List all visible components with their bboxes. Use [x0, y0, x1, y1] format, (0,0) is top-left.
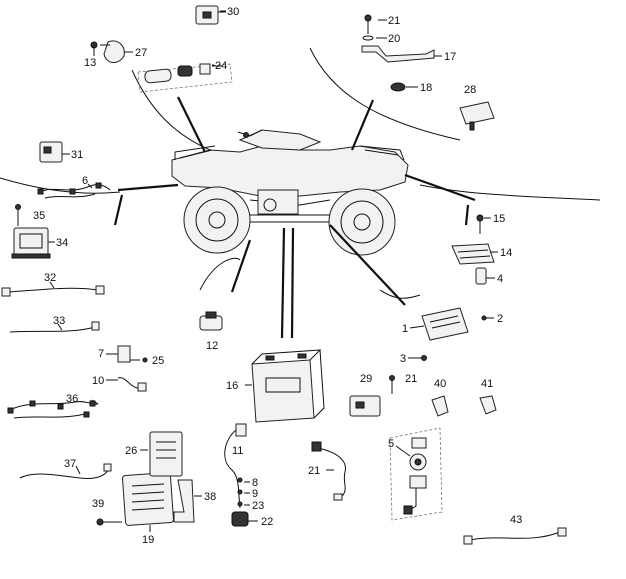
- part-22-sensor: [311, 441, 346, 501]
- callout-labels: 30 27 13 24 31 6 35 34 32 33 7 25 10 36 …: [33, 6, 522, 546]
- callout-37: 36: [66, 393, 78, 405]
- callout-21a: 21: [388, 15, 400, 27]
- part-39-bracket: [173, 479, 195, 523]
- callout-33: 32: [44, 272, 56, 284]
- callout-36: 35: [33, 210, 45, 222]
- part-7-26-10-sensor: [117, 345, 148, 392]
- callout-29: 28: [464, 84, 476, 96]
- part-29-box: [459, 101, 495, 131]
- part-16-battery: [251, 349, 325, 423]
- callout-22: 21: [308, 465, 320, 477]
- callout-20: 20: [388, 33, 400, 45]
- callout-43: 43: [510, 514, 522, 526]
- callout-14: 14: [500, 247, 512, 259]
- callout-38: 37: [64, 458, 76, 470]
- part-33-cable: [1, 285, 105, 297]
- part-25-switch-assembly: [137, 63, 233, 93]
- callout-pointers: [48, 10, 498, 532]
- callout-27: 26: [125, 445, 137, 457]
- callout-8: 8: [252, 477, 258, 489]
- part-31-relay: [195, 5, 226, 25]
- part-37-harness: [7, 400, 99, 419]
- atv-illustration: [171, 129, 409, 256]
- part-5-ignition-switch: [389, 427, 443, 521]
- part-6-harness: [37, 182, 111, 199]
- callout-17: 17: [444, 51, 456, 63]
- callout-24: 23: [252, 500, 264, 512]
- part-28-13-horn: [90, 40, 125, 63]
- part-41-cap: [431, 395, 449, 417]
- callout-9: 9: [252, 488, 258, 500]
- callout-25: 24: [215, 60, 227, 72]
- callout-11: 11: [232, 445, 243, 457]
- callout-42: 41: [481, 378, 493, 390]
- front-wheel: [183, 186, 251, 254]
- callout-13: 13: [84, 57, 96, 69]
- callout-6: 6: [82, 175, 88, 187]
- callout-19: 19: [142, 534, 154, 546]
- callout-35: 34: [56, 237, 68, 249]
- part-43-cable: [463, 527, 567, 545]
- callout-12: 12: [206, 340, 218, 352]
- callout-30: 29: [360, 373, 372, 385]
- callout-1: 1: [402, 323, 408, 335]
- callout-16: 16: [226, 380, 238, 392]
- part-1-2-3-ecu: [421, 307, 487, 361]
- part-19-ecu: [122, 472, 174, 526]
- callout-4: 4: [497, 273, 503, 285]
- part-32-relay: [39, 141, 70, 163]
- callout-2: 2: [497, 313, 503, 325]
- leader-lines: [113, 96, 476, 339]
- part-11-8-9-24-23-sensor-cable: [224, 423, 249, 527]
- callout-34: 33: [53, 315, 65, 327]
- callout-21b: 21: [405, 373, 417, 385]
- part-15-bolt: [476, 214, 484, 234]
- part-40-bolt: [96, 518, 122, 526]
- callout-40: 39: [92, 498, 104, 510]
- callout-26: 25: [152, 355, 164, 367]
- callout-10: 10: [92, 375, 104, 387]
- part-4-fuse: [475, 267, 487, 285]
- callout-15: 15: [493, 213, 505, 225]
- part-35-36-module: [11, 204, 51, 259]
- callout-5: 5: [388, 438, 394, 450]
- callout-23: 22: [261, 516, 273, 528]
- callout-3: 3: [400, 353, 406, 365]
- part-38-cable: [19, 463, 112, 479]
- rear-wheel: [328, 188, 396, 256]
- callout-7: 7: [98, 348, 104, 360]
- part-17-bracket: [361, 45, 435, 63]
- part-34-cable: [9, 321, 100, 333]
- callout-39: 38: [204, 491, 216, 503]
- callout-41: 40: [434, 378, 446, 390]
- callout-28: 27: [135, 47, 147, 59]
- part-42-cap: [479, 395, 497, 415]
- part-12-sensor: [199, 311, 223, 331]
- callout-31: 30: [227, 6, 239, 18]
- part-30-21-module: [349, 375, 395, 417]
- callout-18: 18: [420, 82, 432, 94]
- part-18-grommet: [390, 82, 406, 92]
- part-27-module: [149, 431, 183, 477]
- part-14-cover: [451, 243, 495, 265]
- callout-32: 31: [71, 149, 83, 161]
- part-21-20-bolt: [362, 14, 374, 41]
